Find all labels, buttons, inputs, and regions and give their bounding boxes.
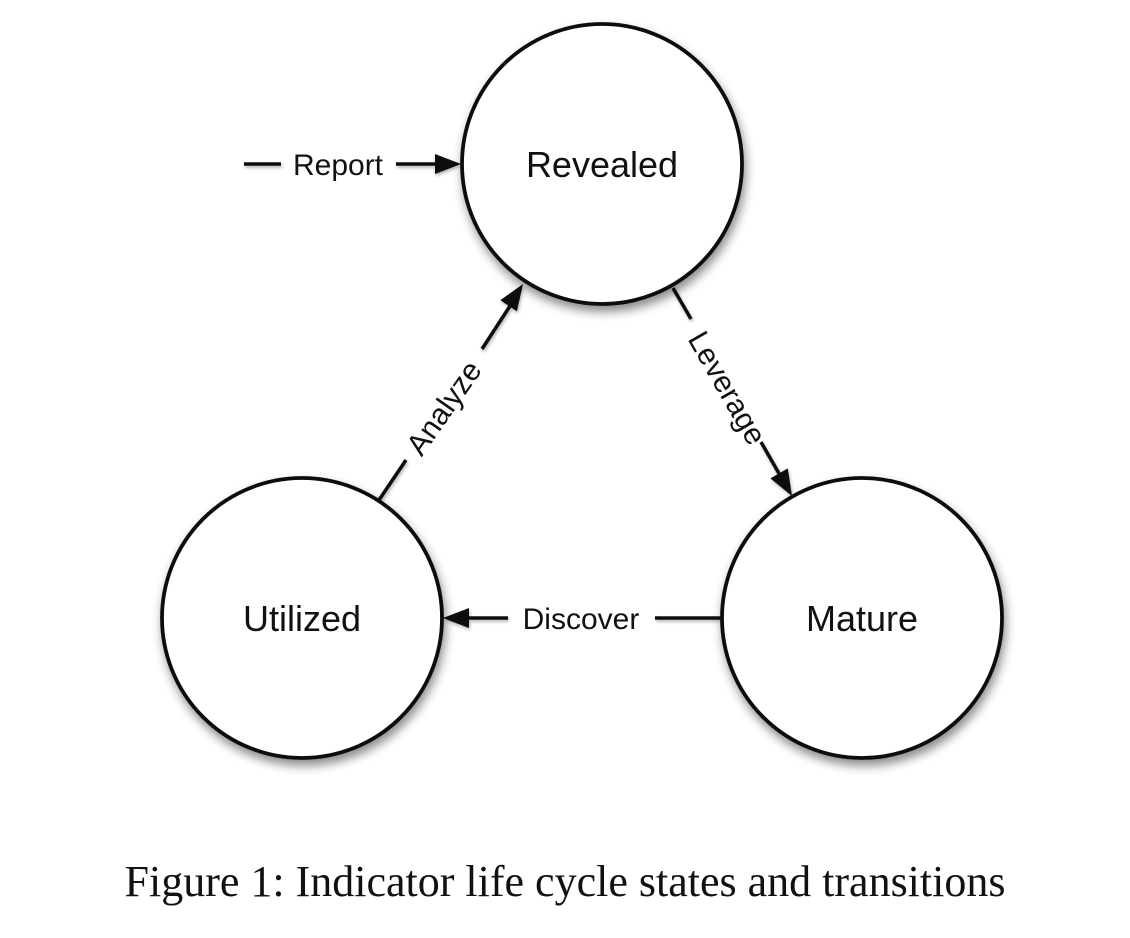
figure-caption: Figure 1: Indicator life cycle states an… [124, 857, 1006, 906]
edge-label-leverage: Leverage [681, 326, 772, 451]
edge-layer [244, 154, 792, 628]
leverage-edge-line-lower [759, 441, 783, 478]
analyze-arrowhead-icon [500, 284, 523, 312]
leverage-arrowhead-icon [770, 468, 792, 496]
state-diagram: Report Analyze Leverage Discover Reveale… [160, 22, 1004, 760]
node-label-utilized: Utilized [243, 598, 361, 639]
analyze-edge-line-upper [480, 305, 512, 350]
report-arrowhead-icon [435, 154, 461, 174]
discover-arrowhead-icon [443, 608, 469, 628]
state-node-revealed [460, 22, 744, 306]
state-node-mature [720, 476, 1004, 760]
leverage-edge-line-upper [671, 287, 693, 320]
analyze-edge-line-lower [377, 459, 408, 501]
edge-label-analyze: Analyze [400, 355, 488, 461]
state-node-utilized [160, 476, 444, 760]
edge-label-discover: Discover [523, 603, 640, 636]
node-label-revealed: Revealed [526, 144, 678, 185]
node-layer: Revealed Utilized Mature [160, 22, 1004, 760]
node-label-mature: Mature [806, 598, 918, 639]
edge-label-report: Report [293, 149, 384, 182]
